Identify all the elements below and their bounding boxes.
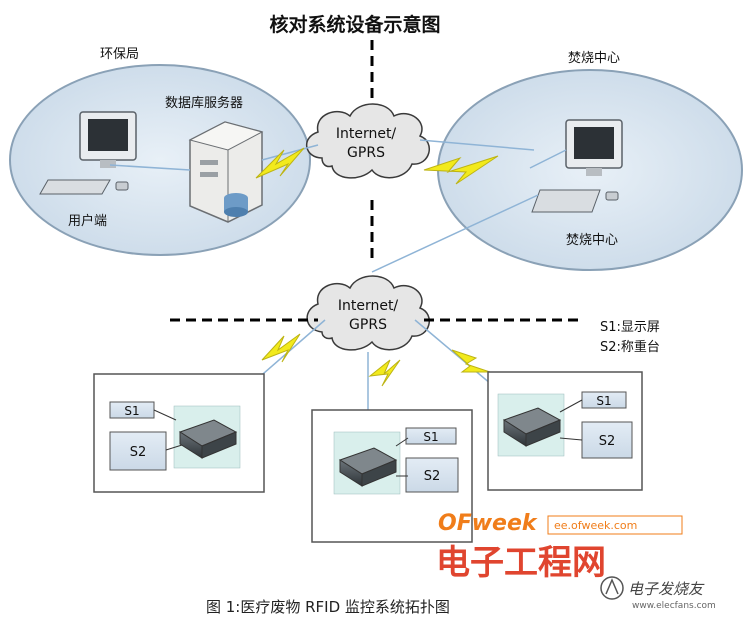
cloud-right-link: [419, 139, 535, 151]
internet-cloud-top: Internet/ GPRS: [306, 103, 430, 179]
incineration-computer-icon: [531, 119, 623, 213]
wireless-bolt-3: [261, 333, 301, 363]
elecfans-url: www.elecfans.com: [632, 601, 716, 611]
right-site-name-bottom: 焚烧中心: [566, 233, 618, 248]
station-3: S1 S2: [487, 371, 643, 491]
wireless-bolt-4: [368, 359, 401, 387]
wireless-bolt-5: [451, 349, 491, 373]
right-pc-link: [529, 149, 567, 169]
figure-caption: 图 1:医疗废物 RFID 监控系统拓扑图: [206, 598, 450, 616]
right-site-name-top: 焚烧中心: [568, 51, 620, 66]
station-1-s2: S2: [130, 445, 147, 460]
legend-s1: S1:显示屏: [600, 320, 660, 335]
cloud-top-line2: GPRS: [347, 145, 385, 161]
server-label: 数据库服务器: [165, 95, 243, 111]
left-site-name: 环保局: [100, 47, 139, 62]
client-server-link: [109, 164, 191, 171]
client-computer-icon: [39, 111, 137, 195]
wireless-bolt-2: [423, 155, 499, 185]
cloud-top-line1: Internet/: [336, 126, 397, 142]
ofweek-url: ee.ofweek.com: [554, 519, 637, 532]
ofweek-cn-name: 电子工程网: [436, 543, 606, 583]
server-cloud-link: [261, 144, 319, 161]
station-2-s2: S2: [424, 469, 441, 484]
legend-s2: S2:称重台: [600, 339, 660, 355]
internet-cloud-middle: Internet/ GPRS: [306, 275, 430, 351]
elecfans-logo-icon: [600, 576, 624, 600]
station-1-s1: S1: [124, 404, 139, 418]
database-server-icon: [188, 121, 264, 223]
client-label: 用户端: [68, 213, 107, 229]
diagram-title: 核对系统设备示意图: [269, 13, 440, 36]
station-3-s2: S2: [599, 434, 616, 449]
left-site-ellipse: [9, 64, 311, 256]
station-2-s1: S1: [423, 430, 438, 444]
elecfans-site: 电子发烧友: [628, 580, 705, 598]
station-2: S1 S2: [311, 409, 473, 543]
middle-cloud-right-link: [371, 194, 539, 273]
cloud-middle-line1: Internet/: [338, 298, 399, 314]
wireless-bolt-1: [255, 147, 305, 179]
elecfans-watermark: 电子发烧友 www.elecfans.com: [600, 576, 716, 611]
station-3-s1: S1: [596, 394, 611, 408]
station-1: S1 S2: [93, 373, 265, 493]
ofweek-watermark: OFweek ee.ofweek.com 电子工程网: [436, 511, 683, 583]
cloud-middle-line2: GPRS: [349, 317, 387, 333]
ofweek-brand: OFweek: [438, 511, 538, 536]
